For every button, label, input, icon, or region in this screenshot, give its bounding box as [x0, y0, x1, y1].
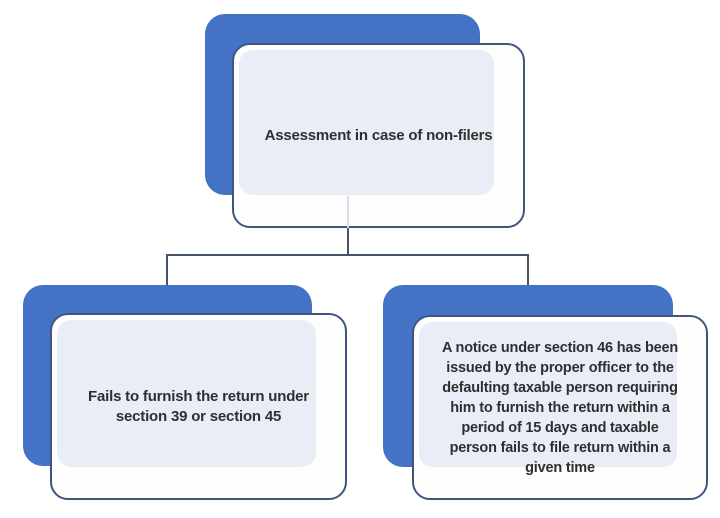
connector-stem-faint	[347, 196, 349, 228]
node-child-2-box: A notice under section 46 has been issue…	[412, 315, 708, 500]
node-child-2-panel	[419, 322, 677, 467]
connector-drop-left	[166, 254, 168, 285]
text-line: issued by the proper officer to the	[446, 359, 674, 376]
node-child-2-label: A notice under section 46 has been issue…	[414, 317, 706, 498]
node-child-1-label: Fails to furnish the return under sectio…	[52, 315, 345, 498]
node-root-box: Assessment in case of non-filers	[232, 43, 525, 228]
node-child-1: Fails to furnish the return under sectio…	[23, 285, 347, 500]
node-child-1-box: Fails to furnish the return under sectio…	[50, 313, 347, 500]
text-line: person fails to file return within a	[449, 439, 671, 456]
node-root: Assessment in case of non-filers	[205, 14, 525, 228]
node-root-label: Assessment in case of non-filers	[234, 45, 523, 226]
text-line: him to furnish the return within a	[450, 399, 670, 416]
connector-horizontal	[166, 254, 529, 256]
connector-drop-right	[527, 254, 529, 285]
text-line: A notice under section 46 has been	[441, 339, 678, 356]
text-line: defaulting taxable person requiring	[442, 379, 678, 396]
text-line: Assessment in case of non-filers	[264, 126, 493, 144]
connector-stem	[347, 228, 349, 255]
text-line: given time	[525, 459, 595, 476]
node-child-1-panel	[57, 320, 316, 467]
node-child-2: A notice under section 46 has been issue…	[383, 285, 708, 500]
text-line: period of 15 days and taxable	[461, 419, 659, 436]
text-line: section 39 or section 45	[115, 407, 282, 425]
text-line: Fails to furnish the return under	[88, 387, 309, 405]
node-root-panel	[239, 50, 494, 195]
